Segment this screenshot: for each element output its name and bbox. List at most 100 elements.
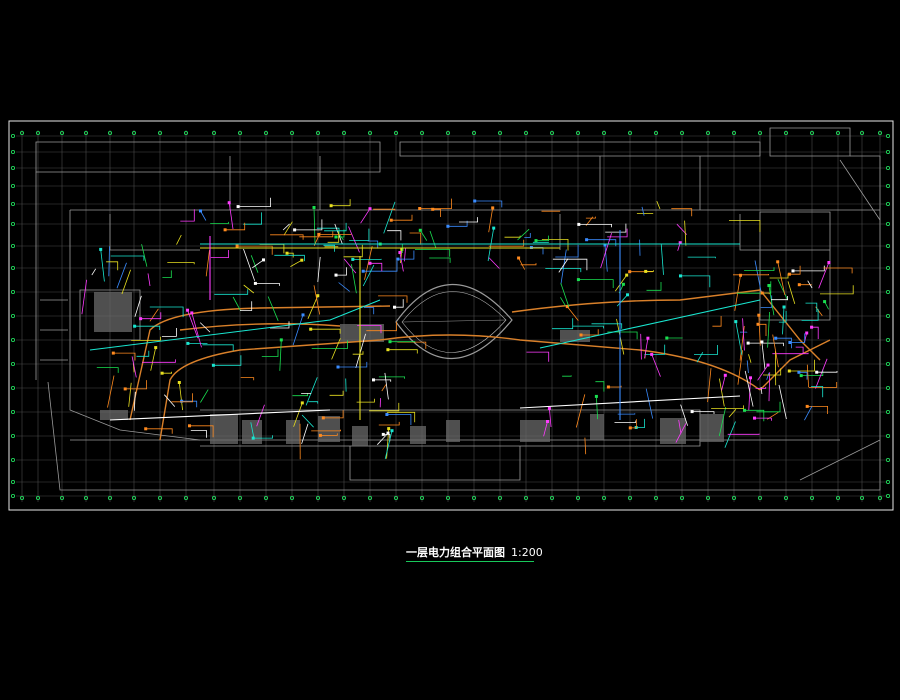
outlet-symbol [389, 218, 393, 222]
circuit-run [378, 376, 405, 379]
circuit-run [125, 380, 147, 390]
title-underline [406, 561, 534, 562]
circuit-run [755, 386, 767, 389]
axis-bubble [601, 495, 607, 501]
outlet-symbol [473, 199, 477, 203]
axis-bubble [10, 183, 16, 189]
circuit-run [329, 390, 344, 396]
axis-bubble [393, 130, 399, 136]
circuit-run [355, 333, 366, 369]
circuit-run [308, 401, 319, 404]
circuit-run [775, 337, 792, 349]
outlet-symbol [585, 238, 589, 242]
circuit-run [733, 274, 769, 276]
circuit-run [200, 210, 207, 221]
axis-bubble [679, 495, 685, 501]
outlet-symbol [603, 243, 607, 247]
circuit-run [789, 333, 806, 343]
circuit-run [517, 228, 530, 241]
circuit-run [748, 354, 752, 363]
circuit-run [301, 423, 309, 445]
circuit-run [429, 257, 451, 263]
axis-bubble [10, 243, 16, 249]
axis-bubble [419, 495, 425, 501]
circuit-run [131, 356, 137, 378]
outlet-symbol [336, 365, 340, 369]
outlet-symbol [180, 399, 184, 403]
circuit-run [736, 281, 772, 294]
outlet-symbol [133, 324, 137, 328]
circuit-run [147, 273, 151, 286]
outlet-symbol [739, 273, 742, 277]
circuit-run [378, 421, 400, 426]
axis-bubble [445, 495, 451, 501]
axis-bubble [183, 495, 189, 501]
outlet-symbol [386, 431, 390, 435]
axis-bubble [19, 130, 25, 136]
axis-bubble [10, 409, 16, 415]
axis-bubble [341, 130, 347, 136]
axis-bubble [183, 130, 189, 136]
axis-bubble [10, 457, 16, 463]
circuit-run [744, 267, 775, 271]
outlet-symbol [628, 270, 632, 274]
axis-bubble [10, 361, 16, 367]
circuit-run [772, 334, 779, 368]
axis-bubble [653, 495, 659, 501]
outlet-symbol [139, 317, 143, 321]
outlet-symbol [334, 235, 338, 239]
circuit-run [607, 228, 628, 238]
outlet-symbol [594, 394, 598, 398]
circuit-run [640, 333, 642, 360]
wall-outline [799, 159, 881, 481]
circuit-run [110, 255, 145, 261]
wall-outline [399, 141, 761, 157]
circuit-run [562, 375, 572, 377]
circuit-run [187, 310, 199, 339]
circuit-run [718, 407, 727, 437]
circuit-run [205, 250, 210, 277]
circuit-run [555, 245, 579, 258]
outlet-symbol [300, 258, 304, 262]
circuit-run [651, 354, 661, 377]
outlet-symbol [293, 228, 297, 232]
circuit-run [290, 259, 302, 267]
outlet-symbol [760, 291, 764, 295]
axis-bubble [157, 495, 163, 501]
circuit-run [140, 312, 162, 320]
outlet-symbol [665, 336, 669, 340]
circuit-run [804, 406, 813, 421]
circuit-run [757, 364, 769, 381]
circuit-run [552, 318, 574, 330]
axis-bubble [367, 495, 373, 501]
circuit-run [742, 318, 745, 351]
axis-bubble [885, 385, 891, 391]
circuit-run [116, 262, 127, 289]
circuit-run [191, 312, 202, 348]
circuit-run [630, 419, 637, 429]
outlet-symbol [235, 244, 239, 248]
circuit-run [181, 400, 198, 408]
circuit-run [162, 371, 172, 374]
circuit-run [145, 428, 173, 434]
axis-bubble [315, 130, 321, 136]
circuit-run [727, 433, 760, 435]
axis-bubble [107, 495, 113, 501]
axis-bubble [10, 433, 16, 439]
circuit-run [318, 234, 352, 235]
axis-bubble [885, 361, 891, 367]
outlet-symbol [810, 325, 814, 329]
circuit-run [261, 349, 279, 357]
outlet-symbol [368, 261, 372, 265]
outlet-symbol [749, 376, 752, 380]
axis-bubble [263, 495, 269, 501]
circuit-run [399, 252, 404, 272]
axis-bubble [885, 243, 891, 249]
circuit-run [373, 379, 392, 382]
circuit-run [134, 325, 161, 330]
axis-bubble [809, 495, 815, 501]
axis-bubble [885, 313, 891, 319]
circuit-run [660, 243, 664, 275]
circuit-run [386, 414, 412, 425]
axis-bubble [289, 495, 295, 501]
